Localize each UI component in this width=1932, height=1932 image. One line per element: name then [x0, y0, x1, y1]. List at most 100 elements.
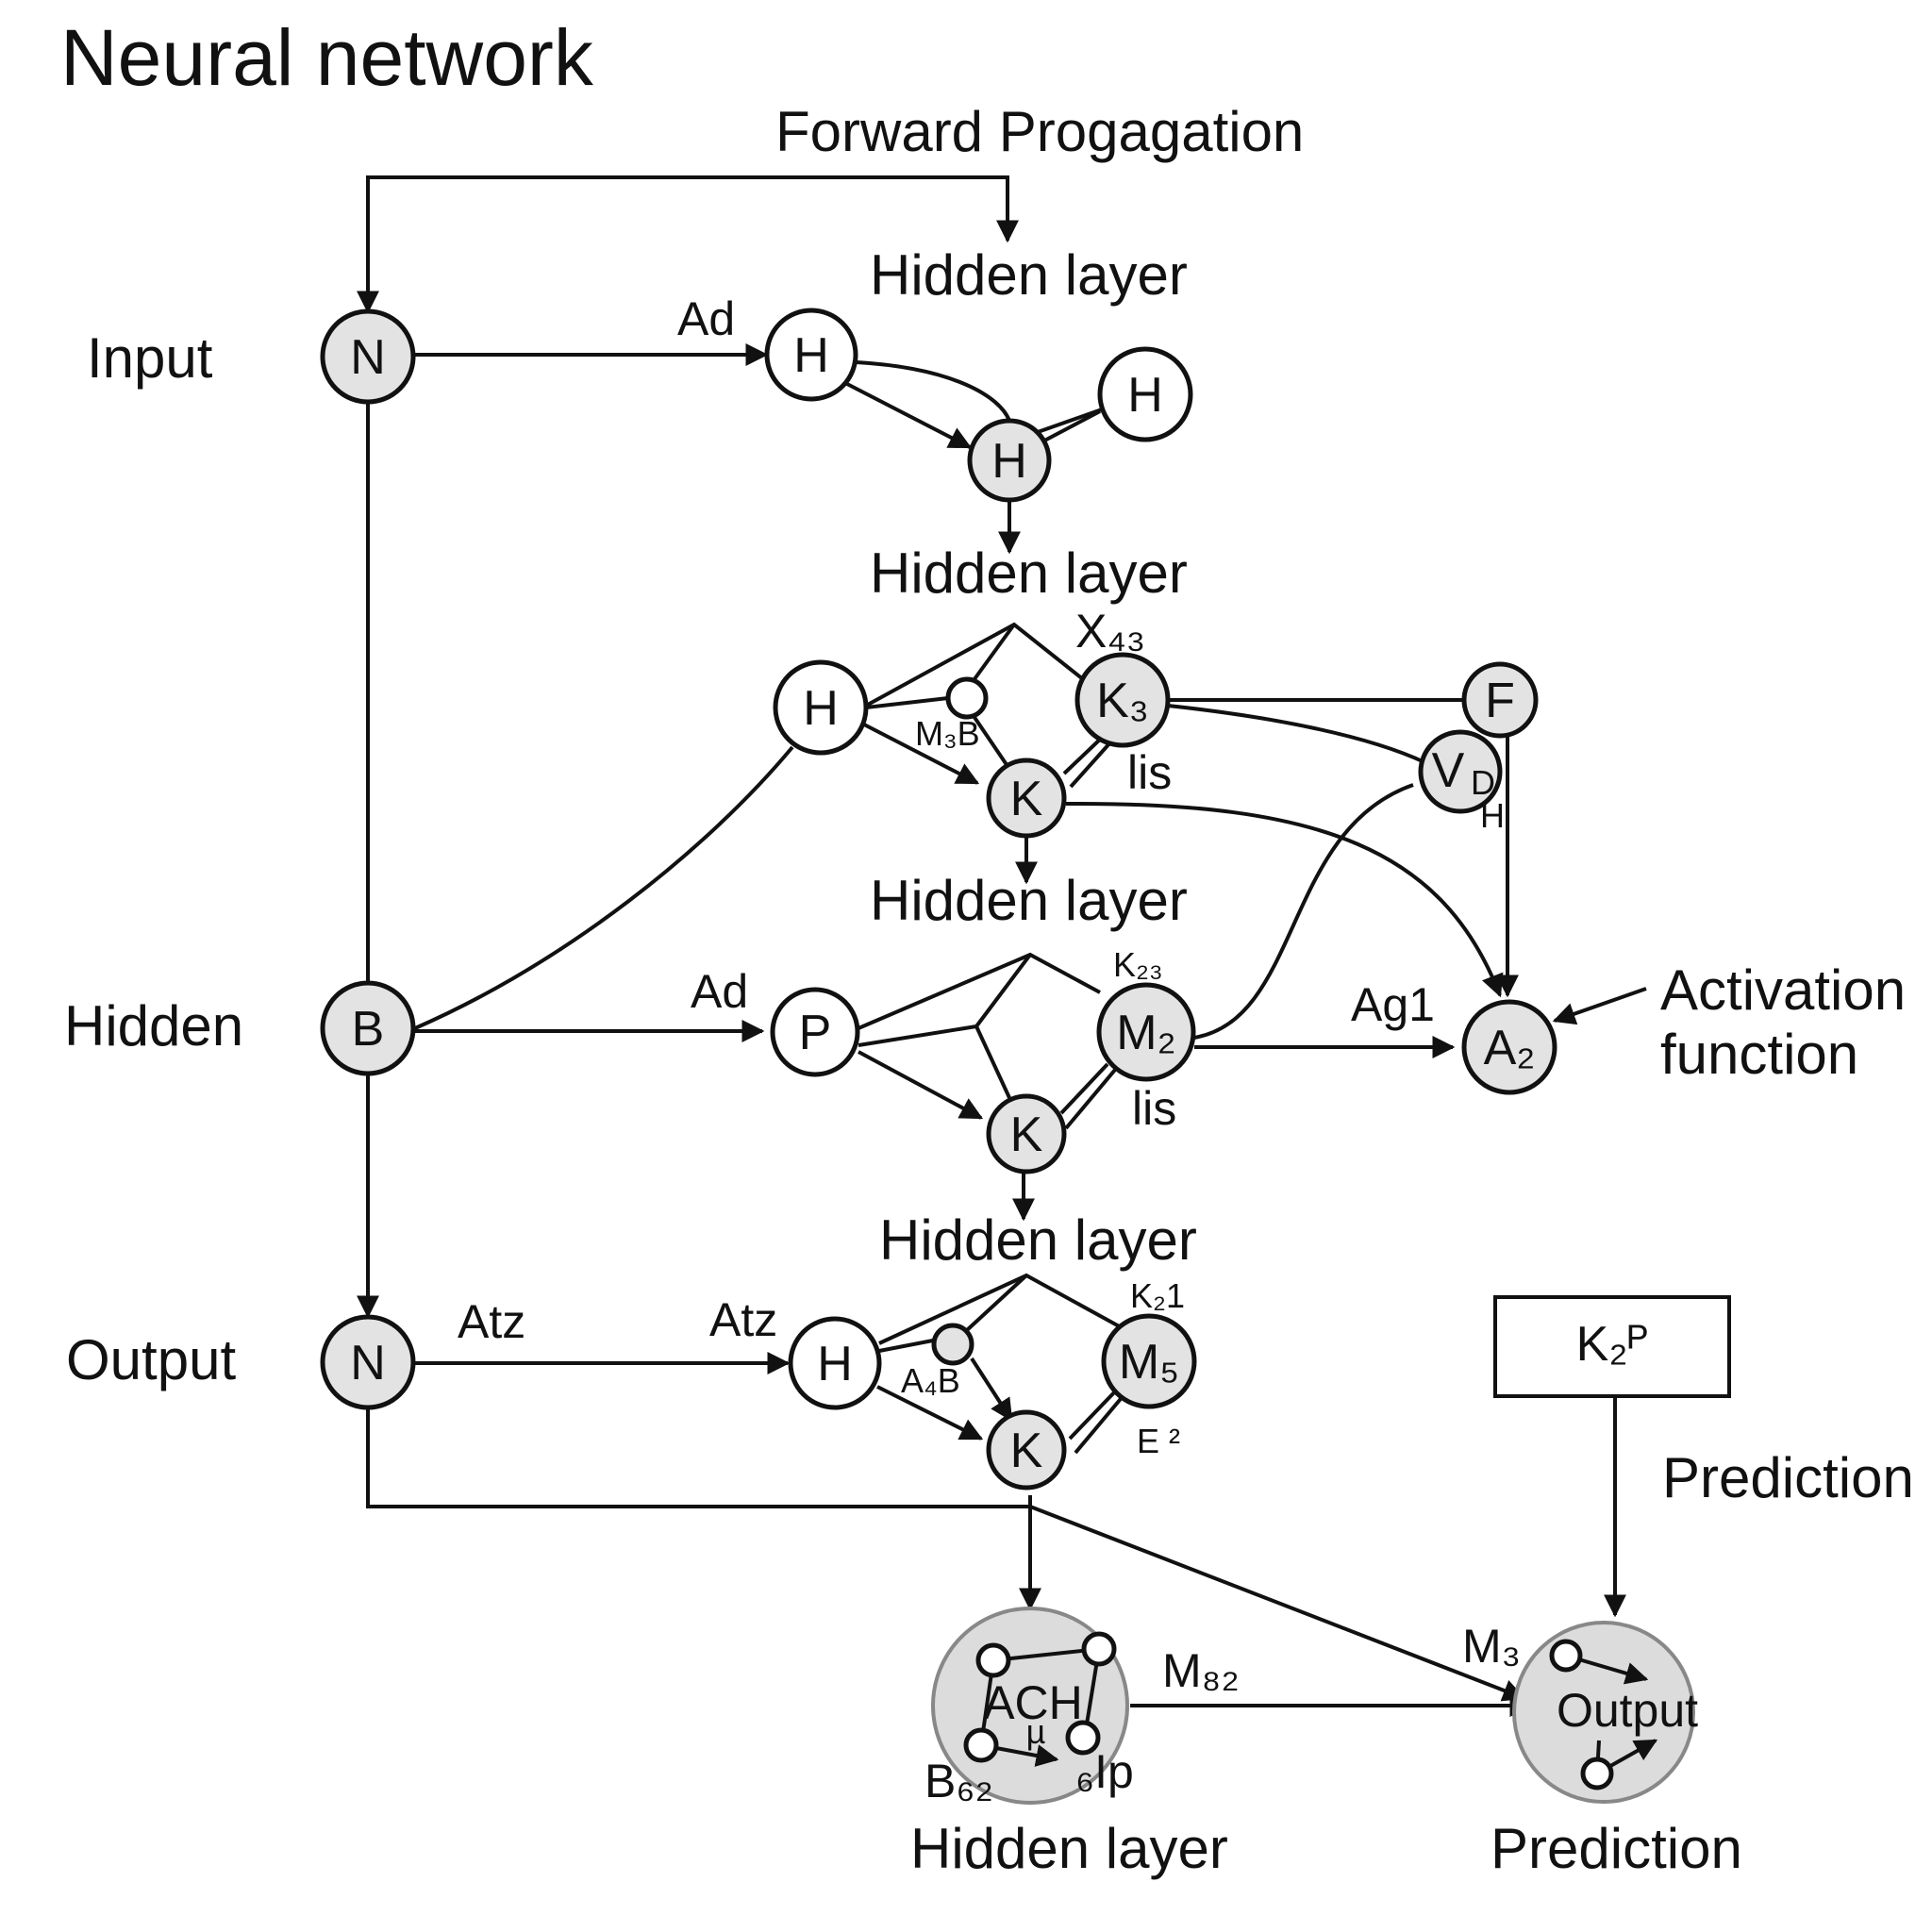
node-vd-sub: D: [1471, 763, 1495, 802]
edge-m2-to-vd: [1193, 783, 1414, 1040]
hidden-layer-label-4: Hidden layer: [879, 1208, 1197, 1272]
inner-label-ip: ₆Ip: [1075, 1745, 1134, 1798]
output-circle-label: Output: [1557, 1684, 1698, 1737]
node-b-hidden-label: B: [352, 1002, 385, 1057]
hidden-label: Hidden: [64, 994, 243, 1058]
node-h4-label: H: [803, 681, 839, 736]
edge-label-ad-2: Ad: [691, 965, 748, 1018]
edge-small-to-k3b: [970, 1357, 1013, 1423]
edge-k1-to-k3-a: [1062, 734, 1106, 775]
forward-propagation-label: Forward Progagation: [775, 100, 1304, 163]
edge-label-m3-link: M₃: [1462, 1620, 1521, 1673]
node-k2-label: K: [1010, 1108, 1043, 1162]
edge-label-lis-1: lis: [1127, 746, 1172, 799]
edge-mid-to-k2: [974, 1025, 1013, 1103]
activation-label-line1: Activation: [1660, 958, 1906, 1022]
edge-h5-to-small: [878, 1338, 939, 1353]
inner-label-ach: ACH: [983, 1676, 1083, 1729]
node-n-input-label: N: [350, 330, 386, 385]
edge-k3b-to-m5-a: [1068, 1387, 1120, 1441]
node-p-label: P: [799, 1006, 832, 1060]
node-k3b: [986, 1409, 1067, 1491]
prediction-side-label: Prediction: [1662, 1446, 1914, 1509]
node-k3-label: K₃: [1096, 674, 1149, 728]
node-h1: [764, 308, 858, 402]
hidden-layer-label-3: Hidden layer: [870, 869, 1188, 932]
node-b-hidden: [320, 980, 416, 1076]
node-m2: [1096, 982, 1196, 1082]
edge-top-to-small: [970, 623, 1016, 685]
edge-k2-to-m2-a: [1059, 1062, 1109, 1115]
edge-label-a4b: A₄B: [901, 1361, 960, 1400]
inner-label-b62: B₆₂: [924, 1755, 993, 1807]
output-label: Output: [66, 1328, 236, 1391]
node-a2: [1461, 999, 1557, 1095]
edge-h4-to-k1: [863, 723, 980, 785]
edge-small-to-k1: [970, 711, 1011, 771]
inner-node-2: [1081, 1631, 1117, 1667]
node-f: [1461, 661, 1539, 739]
hidden-layer-label-bottom: Hidden layer: [910, 1817, 1228, 1880]
node-small-2: [931, 1323, 974, 1366]
edge-label-atz-2: Atz: [709, 1293, 777, 1346]
edge-trunk-to-output: [1029, 1505, 1526, 1702]
hidden-layer-label-2: Hidden layer: [870, 541, 1188, 605]
input-label: Input: [87, 326, 213, 390]
edge-label-ag1: Ag1: [1351, 978, 1435, 1031]
output-inner-node-1: [1549, 1639, 1583, 1673]
edge-h3-to-h2-a: [1037, 408, 1103, 434]
node-h2-label: H: [1127, 368, 1163, 423]
trunk-output-bottom: [366, 1407, 1030, 1508]
activation-label-line2: function: [1660, 1023, 1858, 1086]
edge-top-to-small-2: [965, 1274, 1028, 1332]
node-m2-label: M₂: [1116, 1006, 1176, 1060]
node-vd-label: V: [1432, 743, 1465, 798]
node-h2: [1097, 346, 1193, 442]
prediction-bottom-label: Prediction: [1491, 1817, 1742, 1880]
edge-label-atz-1: Atz: [458, 1295, 525, 1348]
edge-k2-to-m2-b: [1064, 1068, 1117, 1130]
edge-h1-arc: [856, 360, 1011, 422]
inner-node-4: [1065, 1720, 1101, 1756]
node-h3: [967, 418, 1052, 503]
inner-label-u: µ: [1026, 1712, 1046, 1751]
edge-label-m3b: M₃B: [915, 714, 980, 753]
hidden-layer-label-1: Hidden layer: [870, 243, 1188, 307]
node-p: [770, 987, 860, 1077]
node-m5: [1101, 1313, 1197, 1409]
edge-p-to-k2: [858, 1050, 984, 1120]
node-m5-label: M₅: [1119, 1335, 1179, 1390]
node-vd: [1418, 729, 1503, 814]
edge-p-fan-top: [858, 952, 1101, 1030]
node-small-1: [945, 676, 989, 720]
edge-label-x43: X₄₃: [1075, 605, 1145, 658]
edge-label-m-link: M₈₂: [1162, 1644, 1240, 1697]
inner-node-3: [963, 1727, 999, 1763]
edge-label-lis-2: lis: [1132, 1082, 1176, 1135]
node-n-output: [320, 1314, 416, 1410]
node-h5-label: H: [817, 1337, 853, 1391]
edge-label-e2: E ²: [1137, 1422, 1180, 1460]
node-k1: [986, 758, 1067, 839]
edge-activation-pointer: [1552, 987, 1647, 1025]
node-k1-label: K: [1010, 772, 1043, 826]
diagram-title: Neural network: [60, 13, 594, 102]
node-f-label: F: [1485, 674, 1515, 728]
edge-k3-to-vd: [1167, 704, 1425, 764]
edge-top-to-mid: [974, 953, 1032, 1028]
k2p-box-label: K₂ᴾ: [1576, 1317, 1649, 1372]
node-h1-label: H: [793, 328, 829, 383]
edge-h5-fan-top: [878, 1273, 1124, 1345]
edge-k1-to-a2: [1065, 801, 1504, 998]
edge-label-k21: K₂1: [1130, 1276, 1185, 1315]
inner-edge-top: [992, 1647, 1100, 1662]
edge-k1-to-k3-b: [1069, 740, 1113, 789]
edge-h1-to-h3: [844, 381, 973, 449]
edge-p-to-mid: [858, 1024, 977, 1047]
node-k3: [1074, 652, 1171, 748]
edge-h5-to-k3b: [876, 1385, 984, 1441]
node-n-input: [320, 308, 416, 405]
edge-k3b-to-m5-b: [1074, 1392, 1126, 1455]
output-inner-node-2: [1580, 1757, 1614, 1790]
